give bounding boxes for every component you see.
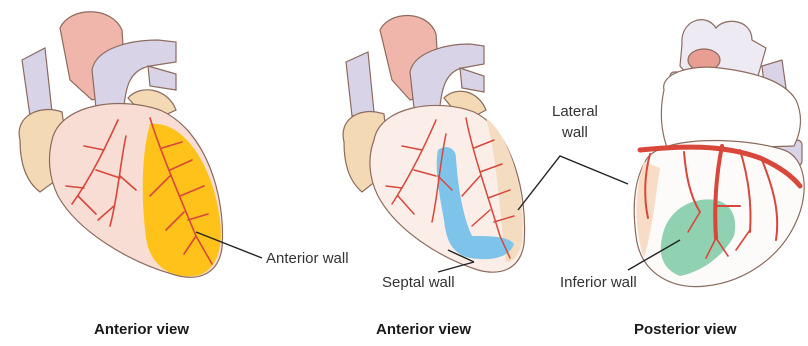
heart-anterior-left	[19, 12, 222, 278]
label-lateral-wall-line1: Lateral	[552, 103, 598, 120]
superior-vena-cava	[22, 48, 52, 116]
pulmonary-branch	[460, 68, 484, 92]
label-lateral-wall-line2: wall	[561, 124, 588, 141]
caption-left-view: Anterior view	[94, 321, 189, 338]
pulmonary-branch	[148, 66, 176, 90]
caption-middle-view: Anterior view	[376, 321, 471, 338]
label-septal-wall: Septal wall	[382, 274, 455, 291]
superior-vena-cava	[346, 52, 374, 116]
label-inferior-wall: Inferior wall	[560, 274, 637, 291]
heart-anterior-middle	[343, 15, 525, 272]
leader-lateral-wall	[518, 156, 628, 210]
label-anterior-wall: Anterior wall	[266, 250, 349, 267]
caption-right-view: Posterior view	[634, 321, 737, 338]
heart-posterior-right	[634, 20, 804, 287]
